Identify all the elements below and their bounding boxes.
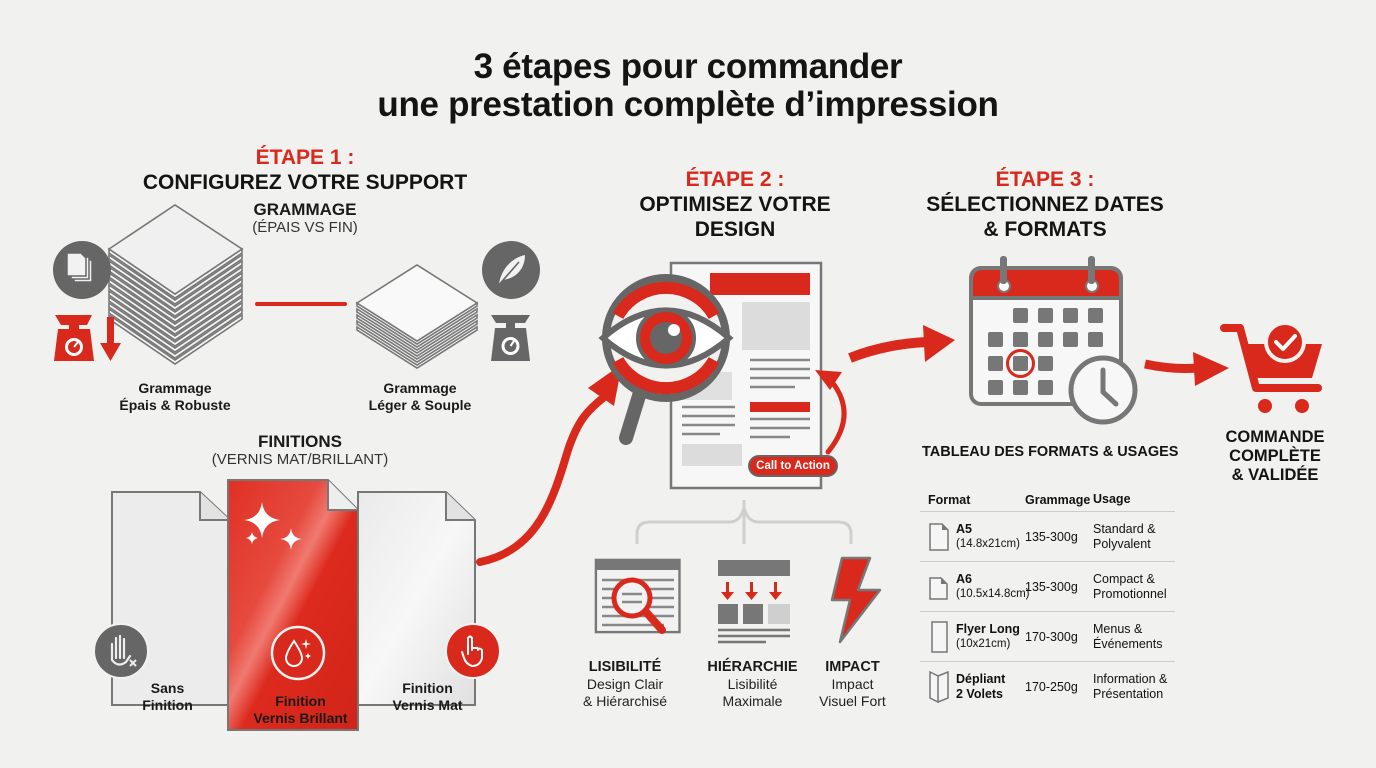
hierarchy-icon: [718, 560, 790, 644]
table-row: A5(14.8x21cm) 135-300g Standard &Polyval…: [920, 512, 1175, 562]
long-page-icon: [931, 620, 948, 653]
step3-label: ÉTAPE 3 :: [995, 168, 1095, 191]
weight-scale-icon: [491, 315, 530, 361]
finitions-papers: [111, 479, 476, 731]
benefits-bracket: [635, 500, 853, 544]
lightning-icon: [830, 556, 882, 644]
drop-sparkle-icon: [270, 625, 326, 681]
documents-icon: [53, 241, 111, 299]
formats-table: Format Grammage Usage A5(14.8x21cm) 135-…: [920, 488, 1175, 712]
feather-icon: [482, 241, 540, 299]
benefit-impact: IMPACT Impact Visuel Fort: [819, 659, 886, 709]
page-icon: [929, 576, 948, 600]
table-header: Format Grammage Usage: [920, 488, 1175, 512]
grammage-divider: [255, 302, 347, 306]
eye-magnifier-icon: [598, 274, 734, 445]
grammage-section-title: GRAMMAGE (ÉPAIS VS FIN): [252, 200, 358, 236]
page-icon: [929, 522, 949, 551]
benefit-lisibilite: LISIBILITÉ Design Clair & Hiérarchisé: [582, 659, 668, 709]
call-to-action-button[interactable]: Call to Action: [748, 455, 838, 477]
formats-table-title: TABLEAU DES FORMATS & USAGES: [922, 444, 1179, 460]
step2-header: ÉTAPE 2 : OPTIMISEZ VOTRE DESIGN: [620, 168, 850, 242]
touch-hand-icon: [445, 623, 501, 679]
thin-paper-stack-icon: [355, 264, 479, 369]
step1-header: ÉTAPE 1 : CONFIGUREZ VOTRE SUPPORT: [100, 146, 510, 195]
caption-sans-finition: Sans Finition: [142, 680, 193, 713]
grammage-thin-caption: Grammage Léger & Souple: [368, 380, 472, 413]
finitions-section-title: FINITIONS (VERNIS MAT/BRILLANT): [211, 432, 389, 468]
step1-label: ÉTAPE 1 :: [255, 146, 355, 169]
step1-heading: CONFIGUREZ VOTRE SUPPORT: [142, 171, 468, 194]
step3-header: ÉTAPE 3 : SÉLECTIONNEZ DATES & FORMATS: [905, 168, 1185, 242]
step2-label: ÉTAPE 2 :: [685, 168, 785, 191]
caption-vernis-mat: Finition Vernis Mat: [392, 680, 463, 713]
flow-arrow-step2-to-step3: [848, 325, 955, 363]
thick-paper-stack-icon: [107, 204, 244, 365]
flow-arrow-step3-to-final: [1144, 352, 1229, 386]
paper-vernis-brillant: [227, 479, 359, 731]
order-complete-label: COMMANDE COMPLÈTE & VALIDÉE: [1225, 428, 1325, 484]
grammage-thick-caption: Grammage Épais & Robuste: [119, 380, 231, 413]
cta-arrow: [815, 370, 847, 455]
document-magnifier-icon: [594, 558, 681, 634]
folded-leaflet-icon: [929, 670, 949, 704]
table-row: A6(10.5x14.8cm) 135-300g Compact &Promot…: [920, 562, 1175, 612]
caption-vernis-brillant: Finition Vernis Brillant: [253, 693, 348, 726]
benefit-hierarchie: HIÉRARCHIE Lisibilité Maximale: [707, 659, 798, 709]
weight-scale-down-icon: [54, 315, 121, 361]
cart-check-icon: [1220, 321, 1322, 413]
calendar-clock-icon: [969, 256, 1138, 425]
table-row: Flyer Long(10x21cm) 170-300g Menus &Évén…: [920, 612, 1175, 662]
page-title: 3 étapes pour commander une prestation c…: [377, 47, 999, 124]
hand-no-icon: [93, 623, 149, 679]
